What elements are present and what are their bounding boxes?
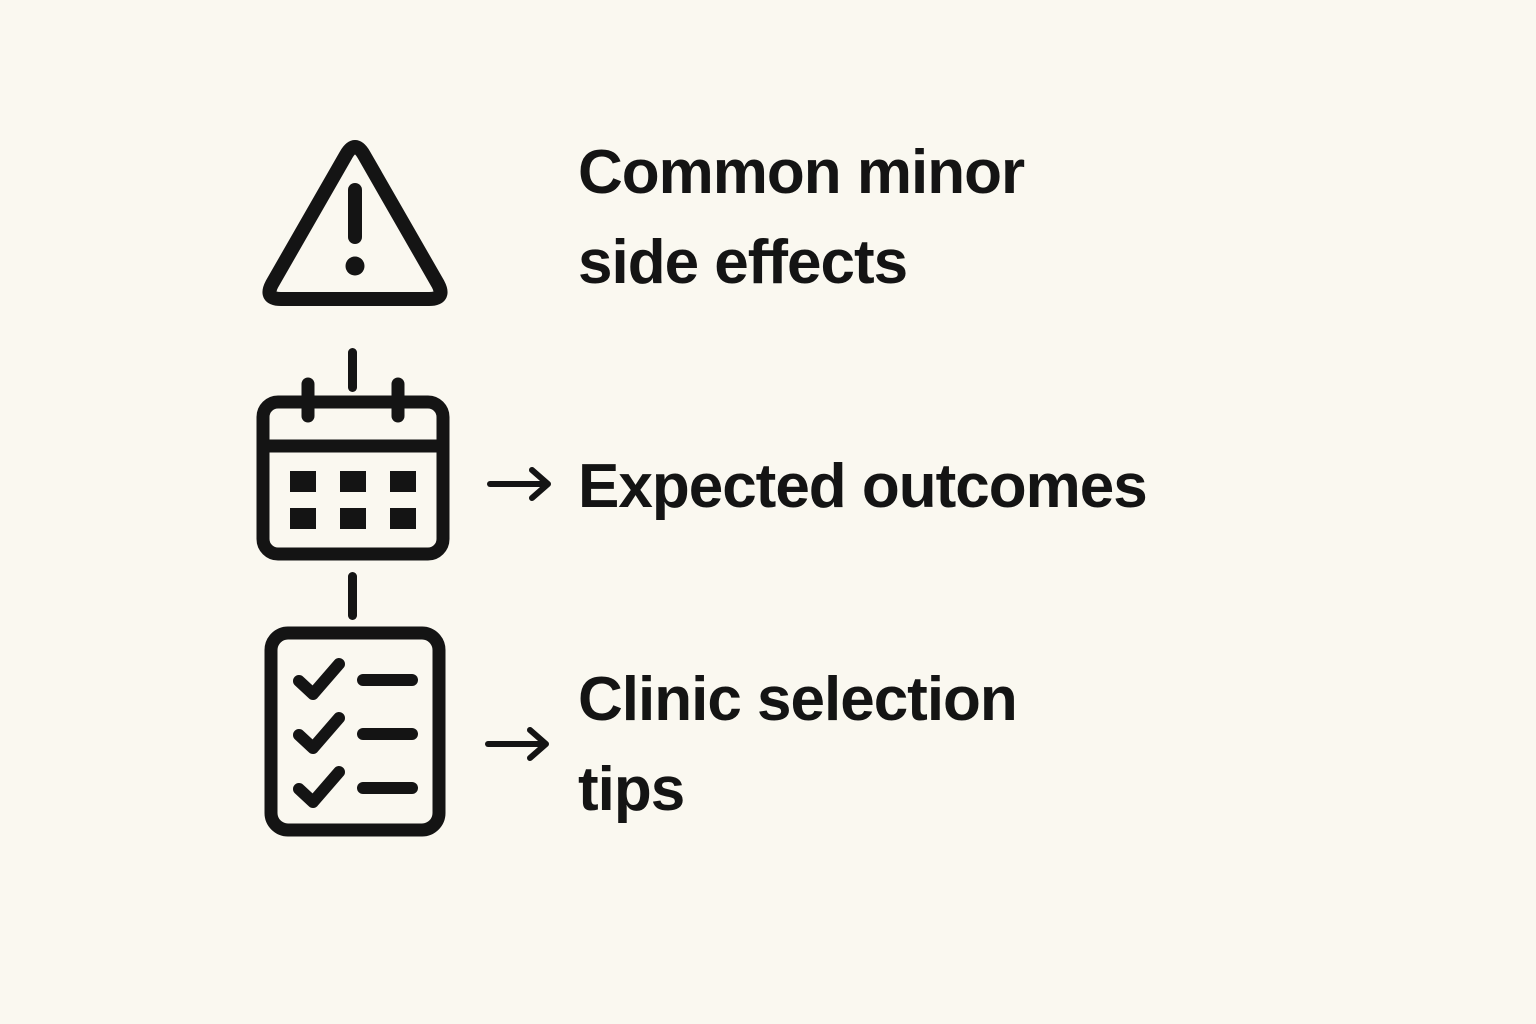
label-line: Expected outcomes — [578, 452, 1148, 521]
label-line: side effects — [578, 228, 908, 297]
checklist-icon — [264, 626, 446, 837]
label-line: tips — [578, 755, 685, 824]
label-line: Clinic selection — [578, 665, 1018, 734]
connector-line — [348, 348, 357, 392]
calendar-icon — [256, 377, 450, 561]
arrow-right-icon — [487, 467, 551, 501]
label-line: Common minor — [578, 138, 1025, 207]
item-label-side-effects: Common minor side effects — [578, 128, 1025, 308]
item-label-clinic-tips: Clinic selection tips — [578, 655, 1018, 835]
connector-line — [348, 572, 357, 620]
warning-triangle-icon — [262, 140, 448, 306]
item-label-expected-outcomes: Expected outcomes — [578, 442, 1148, 532]
arrow-right-icon — [485, 727, 549, 761]
